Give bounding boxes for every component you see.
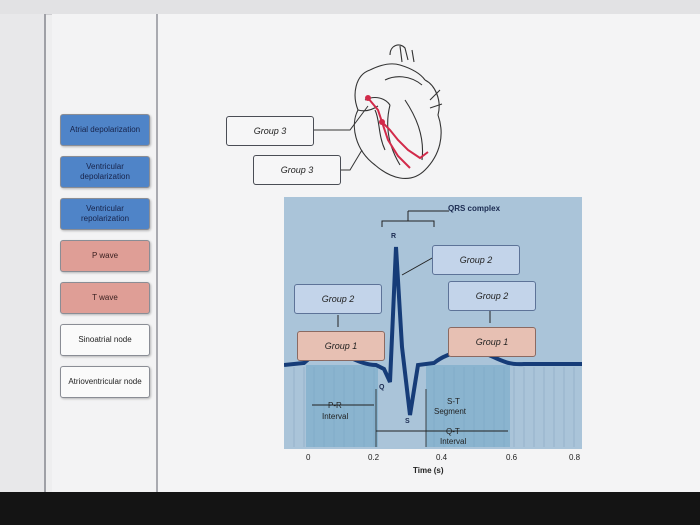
label-qrs-complex: QRS complex	[448, 204, 501, 213]
drop-target-heart-top[interactable]: Group 3	[226, 116, 314, 146]
label-s: S	[405, 418, 410, 425]
heart-leader-lines	[314, 105, 369, 171]
term-ventricular-repolarization[interactable]: Ventricular repolarization	[60, 198, 150, 230]
label-st-2: Segment	[434, 407, 467, 416]
drop-target-left-group2[interactable]: Group 2	[294, 284, 382, 314]
drop-target-qrs-group2[interactable]: Group 2	[432, 245, 520, 275]
drop-target-heart-bottom[interactable]: Group 3	[253, 155, 341, 185]
heart-illustration	[353, 44, 443, 179]
x-tick-3: 0.6	[506, 453, 518, 462]
x-tick-0: 0	[306, 453, 311, 462]
drop-target-left-group1[interactable]: Group 1	[297, 331, 385, 361]
term-ventricular-depolarization[interactable]: Ventricular depolarization	[60, 156, 150, 188]
label-q: Q	[379, 384, 385, 391]
label-qt-1: Q-T	[446, 427, 460, 436]
x-tick-4: 0.8	[569, 453, 581, 462]
x-tick-1: 0.2	[368, 453, 380, 462]
monitor-bezel	[0, 492, 700, 525]
window-top-bar	[0, 0, 700, 15]
term-sinoatrial-node[interactable]: Sinoatrial node	[60, 324, 150, 356]
label-pr-interval: Interval	[322, 412, 349, 421]
drop-target-right-group1[interactable]: Group 1	[448, 327, 536, 357]
label-pr-arrow: P-R	[328, 401, 342, 410]
term-p-wave[interactable]: P wave	[60, 240, 150, 272]
x-axis-title: Time (s)	[413, 466, 444, 475]
x-tick-2: 0.4	[436, 453, 448, 462]
term-atrioventricular-node[interactable]: Atrioventricular node	[60, 366, 150, 398]
label-r: R	[391, 233, 397, 240]
term-atrial-depolarization[interactable]: Atrial depolarization	[60, 114, 150, 146]
label-st-1: S-T	[447, 397, 460, 406]
ecg-panel	[283, 197, 582, 449]
drop-target-right-group2[interactable]: Group 2	[448, 281, 536, 311]
term-t-wave[interactable]: T wave	[60, 282, 150, 314]
label-qt-2: Interval	[440, 437, 467, 446]
left-panel-strip	[0, 14, 46, 492]
ecg-graph	[283, 210, 582, 447]
